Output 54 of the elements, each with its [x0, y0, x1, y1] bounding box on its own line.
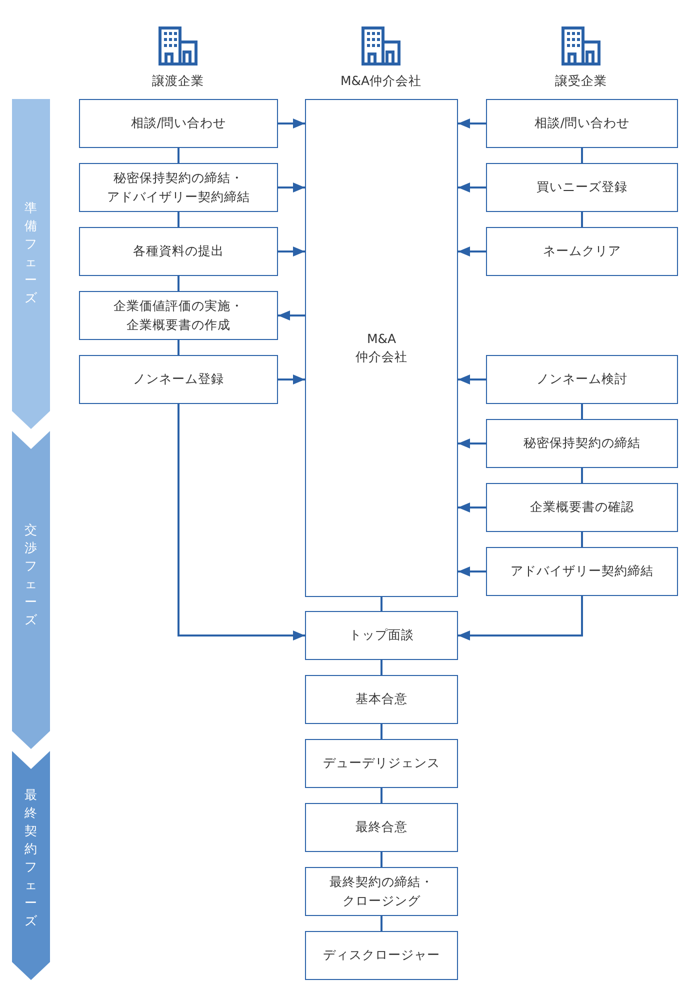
process-box: デューデリジェンス	[305, 739, 458, 788]
connector-line	[581, 212, 583, 227]
process-box: 相談/問い合わせ	[79, 99, 278, 148]
connector-line	[380, 660, 382, 675]
process-box: トップ面談	[305, 611, 458, 660]
arrow	[458, 246, 486, 256]
arrow	[278, 182, 305, 192]
process-box: 基本合意	[305, 675, 458, 724]
arrow	[278, 374, 305, 384]
arrow	[278, 118, 305, 128]
arrow	[458, 438, 486, 448]
connector-line	[178, 340, 180, 355]
arrow	[458, 118, 486, 128]
column-heading: M&A仲介会社	[339, 73, 423, 90]
process-box: 秘密保持契約の締結・アドバイザリー契約締結	[79, 163, 278, 212]
connector-line	[178, 276, 180, 291]
connector-line	[581, 148, 583, 163]
connector-line	[380, 724, 382, 739]
arrow	[458, 596, 583, 640]
process-box: 最終合意	[305, 803, 458, 852]
column-heading: 譲渡企業	[151, 73, 205, 90]
arrow	[458, 374, 486, 384]
arrow	[278, 246, 305, 256]
connector-line	[581, 404, 583, 419]
connector-line	[178, 212, 180, 227]
connector-line	[380, 788, 382, 803]
connector-line	[581, 468, 583, 483]
arrow	[458, 566, 486, 576]
process-box: ノンネーム登録	[79, 355, 278, 404]
process-box: アドバイザリー契約締結	[486, 547, 678, 596]
connector-line	[380, 597, 382, 611]
process-box: M&A 仲介会社	[305, 99, 458, 597]
process-box: ディスクロージャー	[305, 931, 458, 980]
process-box: 買いニーズ登録	[486, 163, 678, 212]
arrow	[178, 404, 305, 640]
arrow	[458, 502, 486, 512]
phase-band: 最終契約フェーズ	[12, 751, 50, 980]
process-box: ノンネーム検討	[486, 355, 678, 404]
arrow	[278, 310, 305, 320]
arrow	[458, 182, 486, 192]
connector-line	[178, 148, 180, 163]
connector-line	[581, 532, 583, 547]
process-box: ネームクリア	[486, 227, 678, 276]
phase-band: 準備フェーズ	[12, 99, 50, 429]
connector-line	[380, 852, 382, 867]
column-heading: 譲受企業	[554, 73, 608, 90]
process-box: 各種資料の提出	[79, 227, 278, 276]
phase-band: 交渉フェーズ	[12, 431, 50, 749]
process-box: 秘密保持契約の締結	[486, 419, 678, 468]
process-box: 企業価値評価の実施・企業概要書の作成	[79, 291, 278, 340]
process-box: 最終契約の締結・クロージング	[305, 867, 458, 916]
process-box: 企業概要書の確認	[486, 483, 678, 532]
process-box: 相談/問い合わせ	[486, 99, 678, 148]
connector-line	[380, 916, 382, 931]
